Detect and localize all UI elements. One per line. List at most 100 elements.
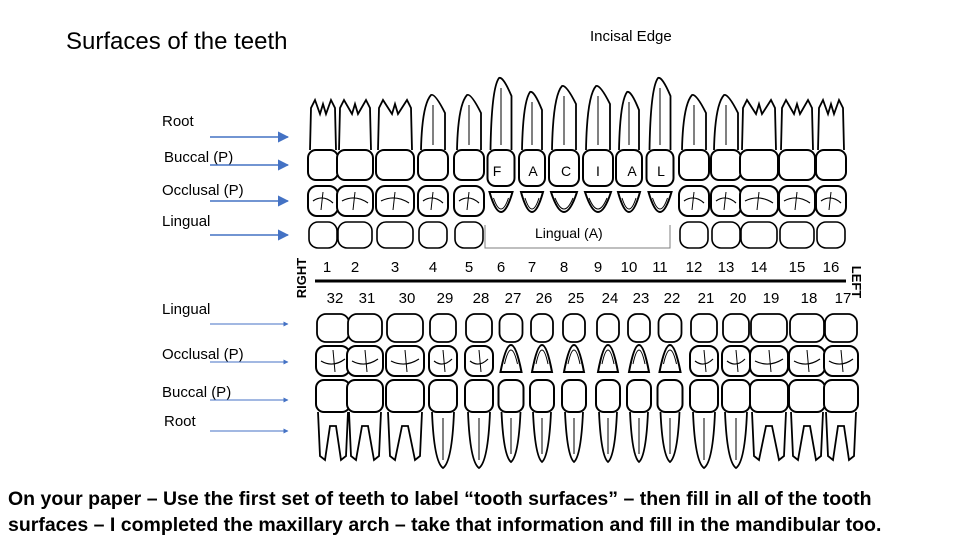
lower-tooth-number: 26: [536, 290, 553, 307]
side-left-label: LEFT: [849, 266, 864, 299]
lower-tooth-number: 29: [437, 290, 454, 307]
upper-tooth-number: 4: [429, 259, 437, 276]
lower-tooth-occlusal: [499, 344, 523, 373]
upper-tooth-groove: [430, 191, 434, 211]
lower-tooth-occlusal: [428, 345, 458, 377]
upper-tooth-root: [338, 98, 372, 151]
upper-tooth-groove: [352, 191, 356, 211]
upper-tooth-crown: [417, 149, 449, 181]
upper-tooth-groove: [392, 191, 396, 211]
upper-tooth-number: 11: [652, 259, 668, 276]
upper-tooth-lingual: [816, 221, 846, 249]
lower-tooth-root: [431, 411, 455, 470]
upper-tooth-crown: [486, 149, 516, 187]
lower-label-lingual: Lingual: [162, 301, 211, 318]
lower-tooth-crown: [428, 379, 458, 413]
lower-tooth-crown: [823, 379, 859, 413]
lower-tooth-occlusal: [689, 345, 719, 377]
upper-tooth-number: 13: [718, 259, 735, 276]
lower-tooth-groove: [793, 358, 821, 365]
lower-tooth-lingual: [347, 313, 383, 343]
lower-tooth-number: 18: [801, 290, 818, 307]
lower-tooth-lingual: [386, 313, 424, 343]
upper-tooth-crown: [336, 149, 374, 181]
upper-tooth-groove: [820, 197, 842, 204]
lower-tooth-crown: [497, 379, 525, 413]
upper-tooth-groove: [458, 197, 480, 204]
lower-tooth-groove: [703, 349, 707, 373]
anterior-letter: C: [561, 163, 571, 179]
lower-tooth-number: 20: [730, 290, 747, 307]
upper-label-root: Root: [162, 113, 194, 130]
upper-tooth-occlusal: [336, 185, 374, 217]
upper-tooth-lingual: [376, 221, 414, 249]
lower-tooth-number: 23: [633, 290, 650, 307]
lower-tooth-number: 31: [359, 290, 376, 307]
lingual-a-bracket: [484, 225, 671, 249]
upper-tooth-root: [420, 93, 446, 151]
upper-tooth-crown: [582, 149, 614, 187]
upper-tooth-occlusal: [375, 185, 415, 217]
lower-tooth-occlusal: [658, 344, 682, 373]
upper-tooth-cingulum: [524, 197, 540, 210]
upper-tooth-lingual: [418, 221, 448, 249]
lower-tooth-groove: [469, 358, 489, 365]
lower-tooth-cingulum: [535, 349, 549, 365]
upper-tooth-occlusal: [549, 191, 579, 213]
lower-tooth-number: 25: [568, 290, 585, 307]
upper-tooth-groove: [320, 191, 324, 211]
upper-tooth-groove: [341, 197, 369, 204]
lower-tooth-groove: [390, 358, 420, 365]
lower-tooth-lingual: [429, 313, 457, 343]
lower-tooth-root: [825, 411, 857, 462]
upper-tooth-cingulum: [588, 197, 608, 210]
upper-tooth-groove: [466, 191, 470, 211]
upper-tooth-crown: [739, 149, 779, 181]
upper-tooth-root: [780, 98, 814, 151]
lower-tooth-crown: [346, 379, 384, 413]
lower-tooth-number: 22: [664, 290, 681, 307]
upper-tooth-occlusal: [583, 191, 613, 213]
upper-tooth-crown: [518, 149, 546, 187]
upper-tooth-occlusal: [307, 185, 339, 217]
upper-tooth-number: 16: [823, 259, 840, 276]
lower-tooth-number: 30: [399, 290, 416, 307]
upper-tooth-number: 3: [391, 259, 399, 276]
upper-tooth-lingual: [679, 221, 709, 249]
upper-tooth-occlusal: [453, 185, 485, 217]
upper-tooth-groove: [756, 191, 760, 211]
lower-tooth-number: 24: [602, 290, 619, 307]
upper-label-occlusal: Occlusal (P): [162, 182, 244, 199]
upper-tooth-root: [817, 97, 845, 151]
upper-tooth-lingual: [779, 221, 815, 249]
lower-tooth-groove: [320, 358, 346, 365]
instructions-text: On your paper – Use the first set of tee…: [8, 486, 960, 538]
upper-tooth-root: [618, 90, 640, 151]
upper-tooth-number: 10: [621, 259, 638, 276]
upper-tooth-number: 14: [751, 259, 768, 276]
lower-tooth-number: 17: [835, 290, 852, 307]
anterior-letter: A: [528, 163, 538, 179]
upper-tooth-groove: [723, 191, 727, 211]
lower-tooth-occlusal: [530, 344, 554, 373]
lower-tooth-root: [751, 411, 787, 462]
upper-tooth-occlusal: [616, 191, 642, 213]
upper-tooth-occlusal: [647, 191, 673, 213]
lower-tooth-groove: [433, 358, 453, 365]
lower-tooth-groove: [840, 349, 844, 373]
anterior-letter: I: [596, 163, 600, 179]
upper-tooth-groove: [312, 197, 334, 204]
upper-tooth-occlusal: [417, 185, 449, 217]
upper-tooth-groove: [783, 197, 811, 204]
lower-tooth-crown: [721, 379, 751, 413]
lower-tooth-lingual: [562, 313, 586, 343]
upper-tooth-number: 2: [351, 259, 359, 276]
lower-tooth-root: [598, 411, 618, 464]
upper-tooth-lingual: [454, 221, 484, 249]
upper-tooth-lingual: [740, 221, 778, 249]
upper-tooth-number: 15: [789, 259, 806, 276]
lower-tooth-cingulum: [504, 349, 518, 365]
upper-tooth-occlusal: [710, 185, 742, 217]
upper-tooth-crown: [778, 149, 816, 181]
lower-tooth-lingual: [750, 313, 788, 343]
